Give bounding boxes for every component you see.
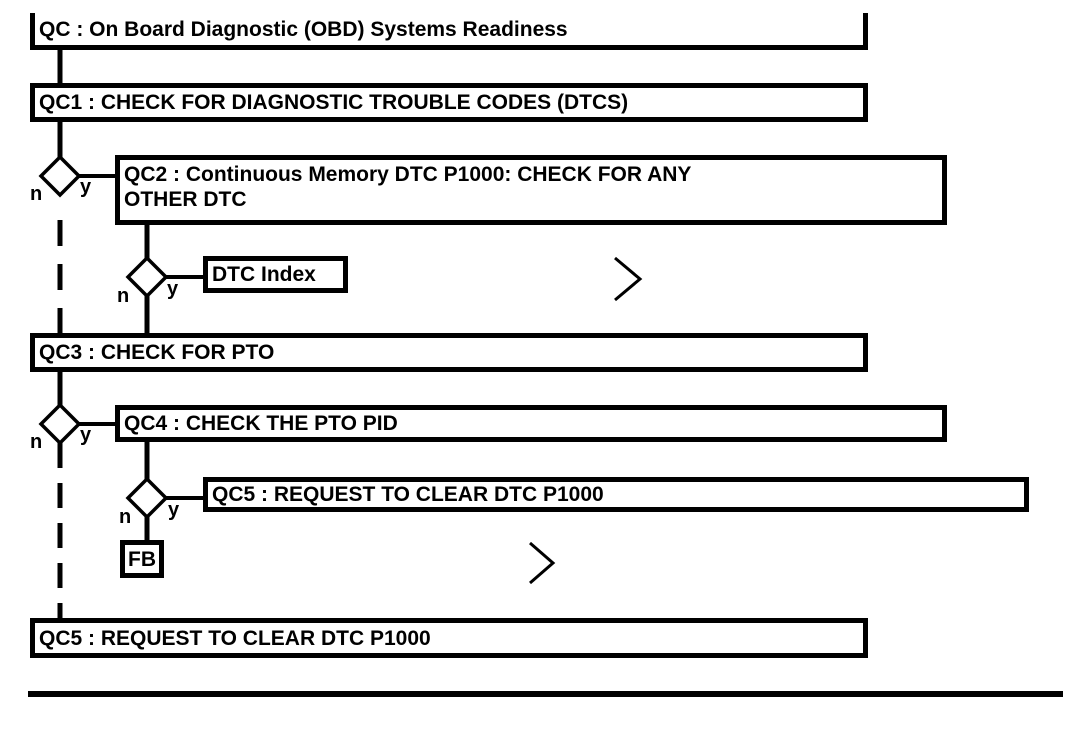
node-fb-box: FB bbox=[120, 540, 164, 578]
bottom-separator bbox=[28, 691, 1063, 697]
decision-label-no: n bbox=[117, 285, 130, 307]
node-qc5-branch-box: QC5 : REQUEST TO CLEAR DTC P1000 bbox=[203, 477, 1029, 512]
diamond-qc1-decision bbox=[38, 154, 82, 198]
node-dtc-index-box: DTC Index bbox=[203, 256, 348, 293]
decision-label-yes: y bbox=[167, 278, 179, 300]
decision-label-yes: y bbox=[80, 424, 92, 446]
node-qc2-box: QC2 : Continuous Memory DTC P1000: CHECK… bbox=[115, 155, 947, 225]
decision-label-yes: y bbox=[168, 499, 180, 521]
decision-label-no: n bbox=[119, 506, 132, 528]
node-qc3-box: QC3 : CHECK FOR PTO bbox=[30, 333, 868, 372]
chevron-right-icon bbox=[529, 541, 556, 585]
node-qc4-box: QC4 : CHECK THE PTO PID bbox=[115, 405, 947, 442]
node-qc5-final-box: QC5 : REQUEST TO CLEAR DTC P1000 bbox=[30, 618, 868, 658]
decision-label-no: n bbox=[30, 183, 43, 205]
decision-label-no: n bbox=[30, 431, 43, 453]
decision-label-yes: y bbox=[80, 176, 92, 198]
diamond-qc4-decision bbox=[125, 476, 169, 520]
diamond-qc3-decision bbox=[38, 402, 82, 446]
diamond-qc2-decision bbox=[125, 255, 169, 299]
node-qc-title-box: QC : On Board Diagnostic (OBD) Systems R… bbox=[30, 13, 868, 50]
chevron-right-icon bbox=[614, 256, 643, 302]
node-qc1-box: QC1 : CHECK FOR DIAGNOSTIC TROUBLE CODES… bbox=[30, 83, 868, 122]
